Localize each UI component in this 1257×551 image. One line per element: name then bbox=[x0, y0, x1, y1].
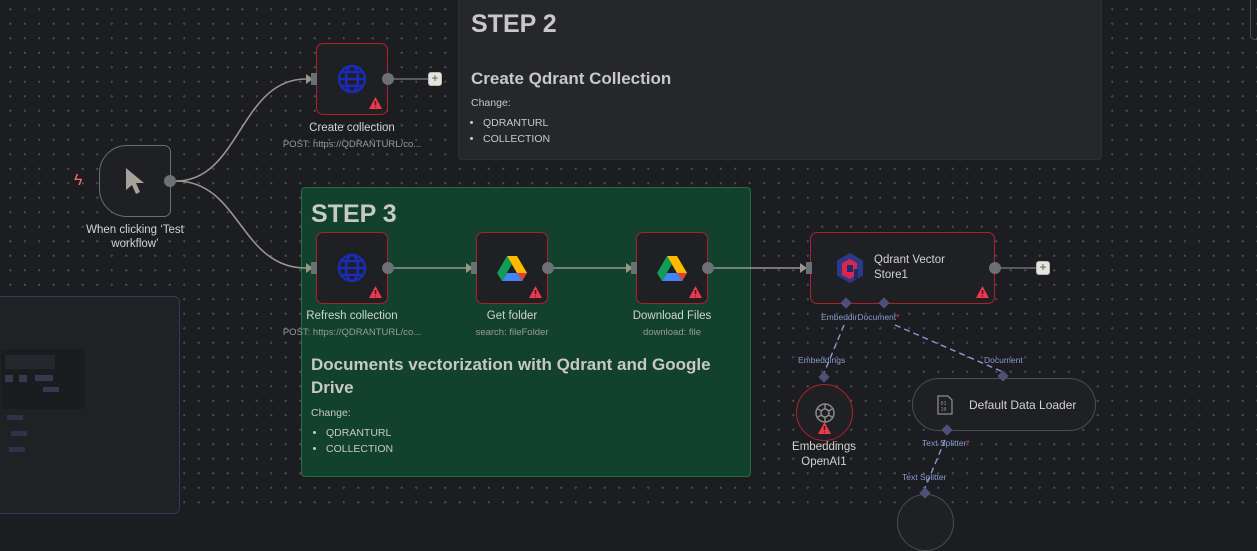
sticky-change-label: Change: bbox=[471, 97, 511, 109]
input-port[interactable] bbox=[631, 262, 637, 274]
output-port[interactable] bbox=[382, 73, 394, 85]
node-label: Qdrant Vector Store1 bbox=[874, 254, 945, 281]
edge-trigger-create bbox=[175, 78, 307, 182]
node-trigger[interactable] bbox=[99, 145, 171, 217]
node-label: Default Data Loader bbox=[969, 397, 1077, 412]
connector-label: Document bbox=[984, 355, 1023, 365]
node-subtitle: search: fileFolder bbox=[475, 327, 549, 338]
svg-text:01: 01 bbox=[941, 401, 947, 407]
connector-label: EmbeddirDocument* bbox=[821, 312, 899, 322]
warning-icon bbox=[976, 286, 989, 298]
output-port[interactable] bbox=[164, 175, 176, 187]
node-label: Create collection bbox=[309, 122, 395, 134]
sticky-note-step-2[interactable]: STEP 2 Create Qdrant Collection Change: … bbox=[458, 0, 1102, 160]
add-node-button[interactable]: + bbox=[1036, 261, 1050, 275]
warning-icon bbox=[818, 422, 831, 434]
input-port[interactable] bbox=[471, 262, 477, 274]
connector-label-document: Document bbox=[857, 312, 897, 322]
node-get-folder[interactable] bbox=[476, 232, 548, 304]
connector-label-text-splitter: Text Splitter bbox=[922, 438, 967, 448]
node-subtitle: download: file bbox=[642, 327, 702, 338]
sticky-item: COLLECTION bbox=[483, 131, 550, 147]
node-label: When clicking ‘Test workflow’ bbox=[86, 224, 184, 250]
sticky-item: QDRANTURL bbox=[483, 115, 550, 131]
connector-label: Text Splitter bbox=[902, 472, 947, 482]
openai-icon bbox=[814, 402, 835, 423]
node-subtitle: POST: https://QDRANTURL/co... bbox=[282, 139, 422, 150]
sticky-note-partial[interactable] bbox=[1250, 0, 1257, 40]
cursor-icon bbox=[126, 168, 144, 194]
sticky-change-label: Change: bbox=[311, 407, 351, 419]
edge-trigger-refresh bbox=[175, 180, 307, 269]
output-port[interactable] bbox=[382, 262, 394, 274]
svg-text:10: 10 bbox=[941, 407, 947, 413]
add-node-button[interactable]: + bbox=[428, 72, 442, 86]
connector-label: Embeddings bbox=[798, 355, 846, 365]
node-create-collection[interactable] bbox=[316, 43, 388, 115]
required-marker: * bbox=[966, 438, 970, 448]
node-refresh-collection[interactable] bbox=[316, 232, 388, 304]
input-port[interactable] bbox=[311, 262, 317, 274]
node-label: Refresh collection bbox=[306, 310, 398, 322]
sticky-item: COLLECTION bbox=[326, 441, 393, 457]
google-drive-icon bbox=[497, 256, 527, 281]
node-download-files[interactable] bbox=[636, 232, 708, 304]
warning-icon bbox=[529, 286, 542, 298]
warning-icon bbox=[369, 286, 382, 298]
globe-icon bbox=[337, 64, 367, 94]
google-drive-icon bbox=[657, 256, 687, 281]
required-marker: * bbox=[896, 312, 900, 322]
sticky-heading: Create Qdrant Collection bbox=[471, 69, 672, 88]
node-subtitle: POST: https://QDRANTURL/co... bbox=[282, 327, 422, 338]
output-port[interactable] bbox=[989, 262, 1001, 274]
warning-icon bbox=[369, 97, 382, 109]
edge-text-splitter bbox=[924, 439, 946, 489]
input-port[interactable] bbox=[806, 262, 812, 274]
input-port[interactable] bbox=[311, 73, 317, 85]
sticky-title: STEP 2 bbox=[471, 10, 557, 38]
node-label: Download Files bbox=[632, 310, 712, 322]
lightning-icon: ϟ bbox=[74, 172, 83, 189]
node-embeddings-openai[interactable] bbox=[796, 384, 853, 441]
connector-label: Text Splitter* bbox=[922, 438, 970, 448]
warning-icon bbox=[689, 286, 702, 298]
sticky-title: STEP 3 bbox=[311, 200, 397, 228]
minimap-panel[interactable] bbox=[0, 296, 180, 514]
node-qdrant-vector-store[interactable]: Qdrant Vector Store1 bbox=[810, 232, 995, 304]
output-port[interactable] bbox=[702, 262, 714, 274]
qdrant-icon bbox=[837, 253, 863, 283]
output-port[interactable] bbox=[542, 262, 554, 274]
node-label: Embeddings OpenAI1 bbox=[792, 441, 856, 468]
connector-label-embeddings: Embeddir bbox=[821, 312, 858, 322]
workflow-edges bbox=[175, 74, 1036, 489]
node-label: Get folder bbox=[486, 310, 538, 322]
node-text-splitter[interactable] bbox=[897, 494, 954, 551]
sticky-item: QDRANTURL bbox=[326, 425, 393, 441]
edge-embeddings bbox=[823, 324, 845, 374]
globe-icon bbox=[337, 253, 367, 283]
sticky-heading: Documents vectorization with Qdrant and … bbox=[311, 355, 711, 397]
